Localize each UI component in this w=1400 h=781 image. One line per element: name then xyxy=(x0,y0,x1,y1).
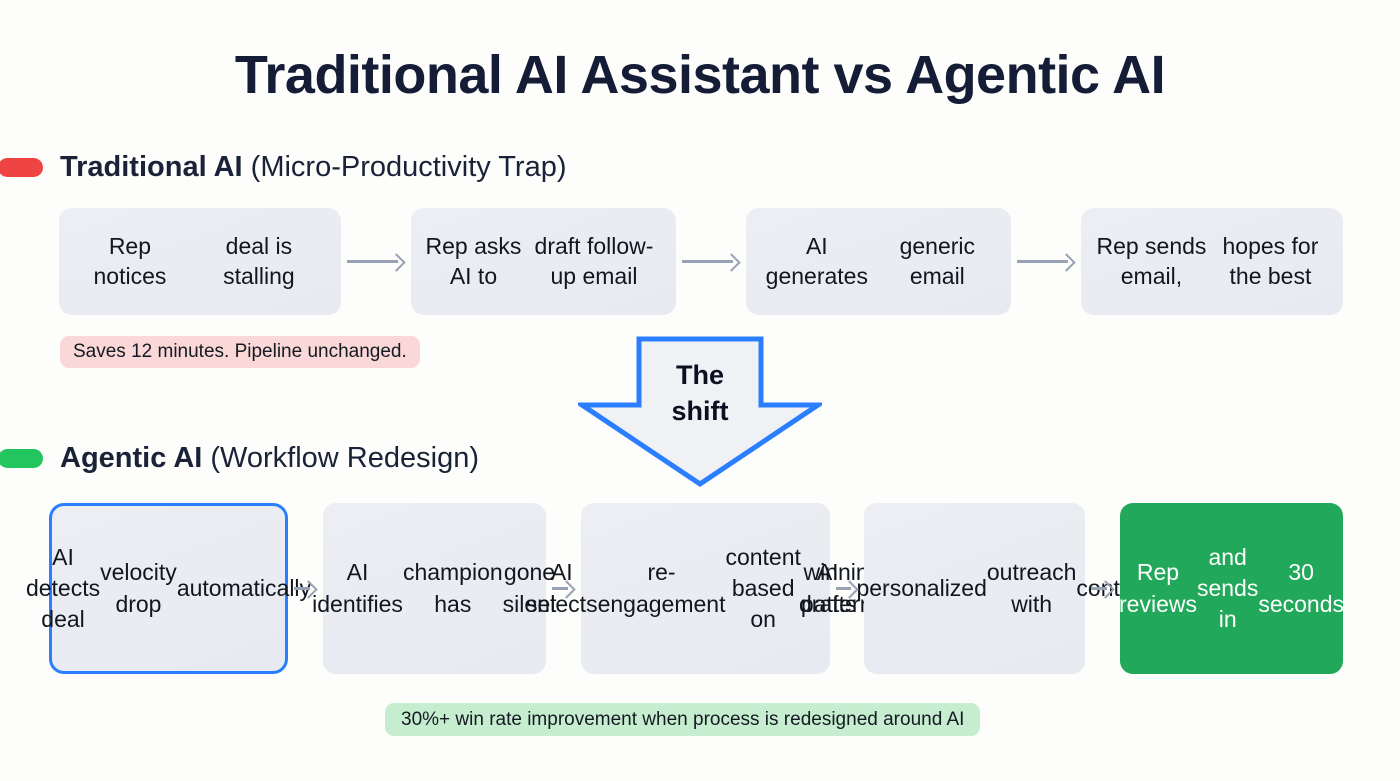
arrow-right-icon xyxy=(546,577,581,601)
arrow-down-icon xyxy=(578,336,822,488)
arrow-right-icon xyxy=(288,577,323,601)
section-heading-agentic-bold: Agentic AI xyxy=(60,442,203,474)
callout-agentic: 30%+ win rate improvement when process i… xyxy=(385,703,981,736)
arrow-right-icon xyxy=(830,577,865,601)
section-marker-traditional xyxy=(0,158,43,177)
section-heading-traditional-bold: Traditional AI xyxy=(60,151,243,183)
section-heading-traditional-label: Traditional AI (Micro-Productivity Trap) xyxy=(60,151,567,184)
arrow-right-icon xyxy=(1011,250,1081,274)
section-heading-traditional: Traditional AI (Micro-Productivity Trap) xyxy=(0,151,567,184)
section-heading-agentic: Agentic AI (Workflow Redesign) xyxy=(0,442,479,475)
section-heading-agentic-rest: (Workflow Redesign) xyxy=(202,442,479,474)
section-heading-agentic-label: Agentic AI (Workflow Redesign) xyxy=(60,442,479,475)
arrow-right-icon xyxy=(1085,577,1120,601)
page-title: Traditional AI Assistant vs Agentic AI xyxy=(234,45,1166,105)
arrow-right-icon xyxy=(341,250,411,274)
section-heading-traditional-rest: (Micro-Productivity Trap) xyxy=(242,151,567,183)
flow-node-traditional-4[interactable]: Rep sends email,hopes for the best xyxy=(1081,208,1343,315)
arrow-right-icon xyxy=(676,250,746,274)
section-marker-agentic xyxy=(0,449,43,468)
callout-traditional: Saves 12 minutes. Pipeline unchanged. xyxy=(60,336,420,368)
